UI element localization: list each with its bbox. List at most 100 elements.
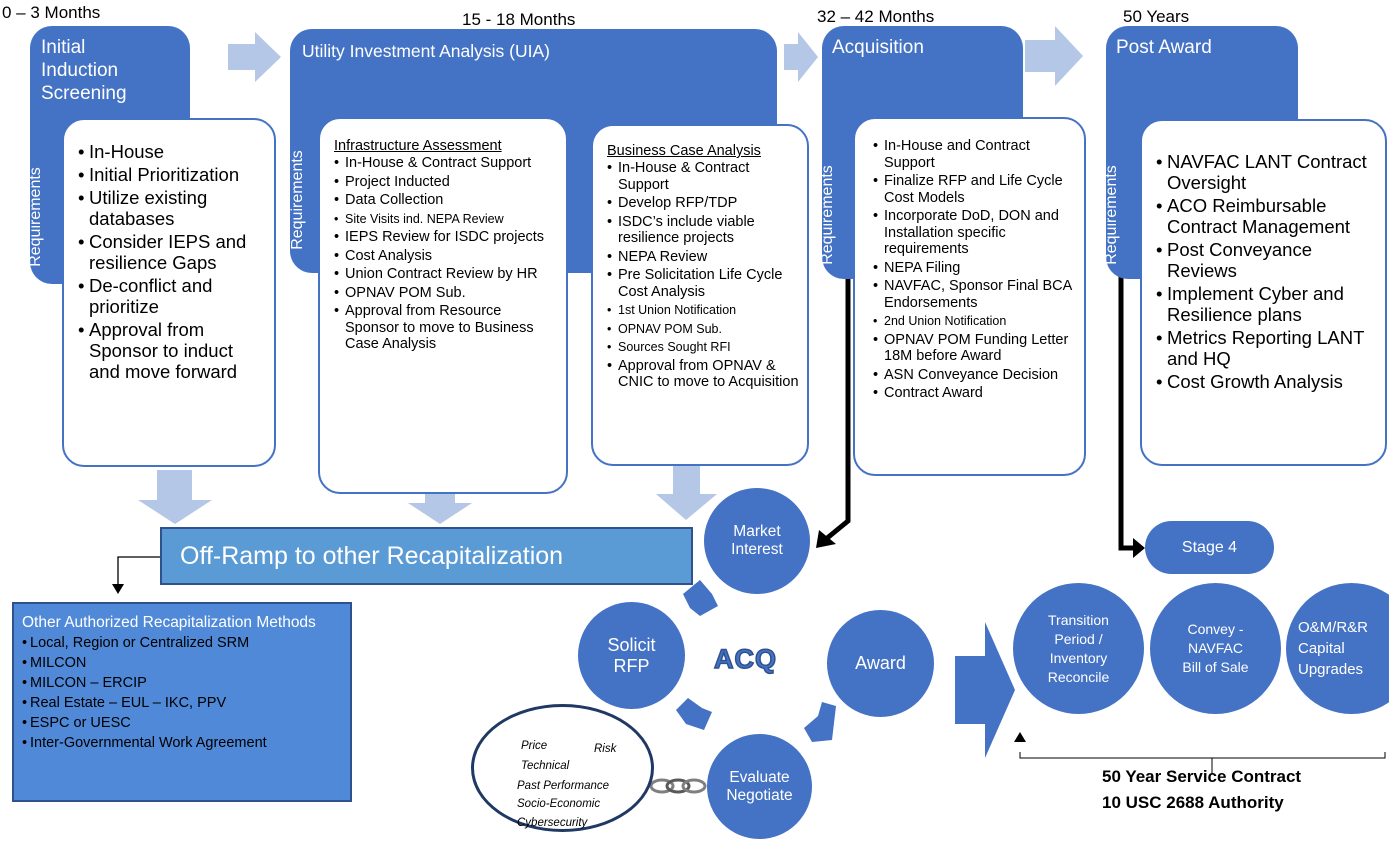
list-item: In-House & Contract Support	[607, 160, 801, 193]
list-item: Cost Growth Analysis	[1156, 371, 1379, 392]
bca-list: In-House & Contract SupportDevelop RFP/T…	[607, 160, 801, 391]
list-item: Data Collection	[334, 192, 558, 209]
list-item: NEPA Review	[607, 249, 801, 266]
list-item: Site Visits ind. NEPA Review	[334, 211, 558, 228]
infra-assessment-heading: Infrastructure Assessment	[334, 138, 502, 154]
offramp-arrowhead	[112, 584, 124, 594]
list-item: OPNAV POM Funding Letter 18M before Awar…	[873, 332, 1078, 365]
om-circle: O&M/R&R Capital Upgrades	[1286, 583, 1389, 714]
post-award-requirements-card: NAVFAC LANT Contract OversightACO Reimbu…	[1140, 119, 1387, 466]
stage-screening-req-label: Requirements	[26, 167, 44, 267]
list-item: ASN Conveyance Decision	[873, 367, 1078, 384]
list-item: Utilize existing databases	[78, 187, 264, 229]
om-label: O&M/R&R Capital Upgrades	[1298, 619, 1369, 678]
list-item: Contract Award	[873, 385, 1078, 402]
transition-label: Transition Period / Inventory Reconcile	[1047, 611, 1110, 685]
off-ramp-label: Off-Ramp to other Recapitalization	[180, 541, 564, 570]
other-methods-list: Local, Region or Centralized SRMMILCONMI…	[22, 633, 342, 753]
list-item: Initial Prioritization	[78, 164, 264, 185]
list-item: In-House	[78, 141, 264, 162]
stage4-pill: Stage 4	[1145, 521, 1274, 574]
contract-bracket	[1019, 752, 1386, 774]
acq-center-label: ACQ	[713, 643, 777, 675]
solicit-rfp-label: Solicit RFP	[607, 634, 656, 676]
stage-post-award-req-label: Requirements	[1102, 165, 1120, 265]
timeline-label-stage4: 50 Years	[1123, 7, 1190, 26]
list-item: Develop RFP/TDP	[607, 195, 801, 212]
post-arrowhead	[1133, 538, 1145, 558]
list-item: Real Estate – EUL – IKC, PPV	[22, 693, 342, 713]
list-item: Approval from Sponsor to induct and move…	[78, 319, 264, 382]
factor-risk: Risk	[594, 743, 617, 755]
convey-label: Convey - NAVFAC Bill of Sale	[1182, 621, 1249, 675]
stage-acquisition-req-label: Requirements	[818, 165, 836, 265]
solicit-rfp-circle: Solicit RFP	[578, 602, 685, 709]
factor-past-performance: Past Performance	[517, 780, 610, 792]
stage-uia-req-label: Requirements	[288, 150, 306, 250]
down-arrow-1	[138, 470, 212, 524]
contract-line1: 50 Year Service Contract	[1102, 767, 1302, 786]
list-item: NAVFAC, Sponsor Final BCA Endorsements	[873, 278, 1078, 311]
stage-screening-title: Initial Induction Screening	[41, 37, 127, 104]
list-item: OPNAV POM Sub.	[607, 321, 801, 338]
stage-acquisition-title: Acquisition	[832, 37, 924, 58]
transition-circle: Transition Period / Inventory Reconcile	[1013, 583, 1144, 714]
list-item: Approval from OPNAV & CNIC to move to Ac…	[607, 358, 801, 391]
acq-arrowhead	[816, 530, 836, 548]
list-item: Inter-Governmental Work Agreement	[22, 733, 342, 753]
infra-assessment-card: Infrastructure Assessment In-House & Con…	[318, 117, 568, 494]
list-item: 1st Union Notification	[607, 302, 801, 319]
cycle-arrow-2	[676, 698, 712, 730]
cycle-arrow-3	[804, 702, 836, 742]
list-item: In-House and Contract Support	[873, 138, 1078, 171]
screening-requirements-card: In-HouseInitial PrioritizationUtilize ex…	[62, 118, 276, 467]
timeline-label-stage3: 32 – 42 Months	[817, 7, 935, 26]
factor-technical: Technical	[521, 760, 570, 772]
award-circle: Award	[827, 610, 934, 717]
post-award-list: NAVFAC LANT Contract OversightACO Reimbu…	[1156, 151, 1379, 392]
factor-cybersecurity: Cybersecurity	[517, 817, 588, 829]
list-item: Approval from Resource Sponsor to move t…	[334, 303, 558, 353]
list-item: ISDC’s include viable resilience project…	[607, 214, 801, 247]
flow-arrow-3	[1025, 26, 1083, 86]
acquisition-list: In-House and Contract SupportFinalize RF…	[873, 138, 1078, 402]
list-item: MILCON – ERCIP	[22, 673, 342, 693]
contract-line2: 10 USC 2688 Authority	[1102, 793, 1284, 812]
down-arrow-2	[408, 490, 472, 524]
chain-icon	[649, 778, 707, 794]
list-item: Metrics Reporting LANT and HQ	[1156, 327, 1379, 369]
bca-heading: Business Case Analysis	[607, 143, 761, 159]
list-item: OPNAV POM Sub.	[334, 285, 558, 302]
bca-card: Business Case Analysis In-House & Contra…	[591, 124, 809, 466]
list-item: Pre Solicitation Life Cycle Cost Analysi…	[607, 267, 801, 300]
stage-uia-title: Utility Investment Analysis (UIA)	[302, 41, 550, 61]
other-methods-title: Other Authorized Recapitalization Method…	[22, 614, 316, 631]
timeline-label-stage1: 0 – 3 Months	[2, 3, 101, 22]
list-item: Cost Analysis	[334, 248, 558, 265]
list-item: Consider IEPS and resilience Gaps	[78, 231, 264, 273]
list-item: Sources Sought RFI	[607, 339, 801, 356]
evaluate-negotiate-circle: Evaluate Negotiate	[707, 734, 812, 839]
stage-post-award-title: Post Award	[1116, 37, 1212, 58]
stage4-label: Stage 4	[1181, 538, 1238, 556]
list-item: Post Conveyance Reviews	[1156, 239, 1379, 281]
list-item: Local, Region or Centralized SRM	[22, 633, 342, 653]
convey-circle: Convey - NAVFAC Bill of Sale	[1150, 583, 1281, 714]
list-item: ESPC or UESC	[22, 713, 342, 733]
flow-arrow-1	[228, 32, 281, 82]
other-methods-box: Other Authorized Recapitalization Method…	[12, 602, 352, 802]
list-item: Finalize RFP and Life Cycle Cost Models	[873, 173, 1078, 206]
cycle-arrow-1	[683, 580, 718, 616]
factor-socio-economic: Socio-Economic	[517, 798, 601, 810]
big-arrow	[955, 622, 1015, 758]
list-item: Incorporate DoD, DON and Installation sp…	[873, 208, 1078, 258]
list-item: Implement Cyber and Resilience plans	[1156, 283, 1379, 325]
list-item: MILCON	[22, 653, 342, 673]
acquisition-requirements-card: In-House and Contract SupportFinalize RF…	[853, 117, 1086, 476]
list-item: 2nd Union Notification	[873, 313, 1078, 330]
infra-assessment-list: In-House & Contract SupportProject Induc…	[334, 155, 558, 353]
list-item: ACO Reimbursable Contract Management	[1156, 195, 1379, 237]
market-interest-label: Market Interest	[731, 523, 783, 558]
timeline-label-stage2: 15 - 18 Months	[462, 10, 576, 29]
